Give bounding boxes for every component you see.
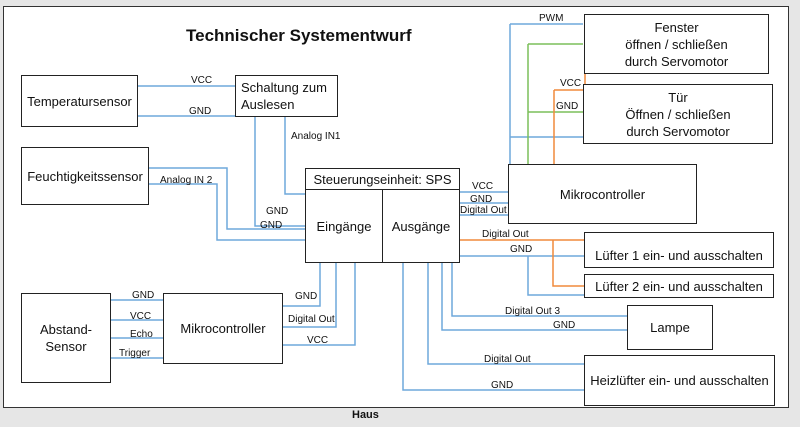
- wire-fan-gnd: [460, 255, 584, 296]
- wire-analog-in1: [284, 116, 305, 195]
- label-servo-vcc: VCC: [560, 78, 582, 89]
- label-mcl-digital-out: Digital Out: [288, 314, 335, 325]
- humidity-sensor-block: Feuchtigkeitssensor: [21, 147, 149, 205]
- label-temp-vcc: VCC: [191, 75, 213, 86]
- fan1-block: Lüfter 1 ein- und ausschalten: [584, 232, 774, 268]
- label-lamp-digital-out: Digital Out 3: [505, 306, 561, 317]
- humidity-sensor-label: Feuchtigkeitssensor: [27, 168, 143, 184]
- temperature-sensor-label: Temperatursensor: [27, 93, 132, 109]
- label-dist-echo: Echo: [130, 329, 153, 340]
- readout-circuit-block: Schaltung zum Auslesen: [235, 75, 338, 117]
- lamp-label: Lampe: [650, 320, 690, 335]
- label-mc-gnd: GND: [470, 194, 493, 205]
- plc-header: Steuerungseinheit: SPS: [305, 168, 460, 190]
- microcontroller-left-label: Mikrocontroller: [180, 321, 266, 336]
- label-analog-in1: Analog IN1: [291, 131, 341, 142]
- wire-fan-dout: [460, 239, 584, 287]
- label-mc-vcc: VCC: [472, 181, 494, 192]
- wire-lamp-dout: [451, 262, 627, 317]
- plc-outputs-block: Ausgänge: [382, 189, 460, 263]
- wire-mcl-gnd: [282, 262, 321, 307]
- microcontroller-right-label: Mikrocontroller: [559, 186, 646, 202]
- label-dist-gnd: GND: [132, 290, 155, 301]
- wire-heater-dout: [427, 262, 584, 365]
- microcontroller-right-block: Mikrocontroller: [508, 164, 697, 224]
- fan1-label: Lüfter 1 ein- und ausschalten: [595, 248, 763, 263]
- label-plc-gnd2: GND: [260, 220, 283, 231]
- plc-header-label: Steuerungseinheit: SPS: [313, 171, 452, 187]
- label-servo-gnd: GND: [556, 101, 579, 112]
- wire-humidity: [148, 167, 305, 230]
- label-mcl-vcc: VCC: [307, 335, 329, 346]
- diagram-title: Technischer Systementwurf: [186, 26, 412, 45]
- wire-lamp-gnd: [441, 262, 627, 331]
- wire-pwm: [509, 23, 583, 165]
- label-fan-gnd: GND: [510, 244, 533, 255]
- label-mc-digital-out: Digital Out: [460, 205, 507, 216]
- label-lamp-gnd: GND: [553, 320, 576, 331]
- window-label: Fenster öffnen / schließen durch Servomo…: [624, 19, 729, 69]
- readout-circuit-label: Schaltung zum Auslesen: [241, 80, 327, 112]
- label-fan-digital-out: Digital Out: [482, 229, 529, 240]
- door-label: Tür Öffnen / schließen durch Servomotor: [625, 89, 731, 139]
- plc-inputs-block: Eingänge: [305, 189, 383, 263]
- plc-inputs-label: Eingänge: [316, 218, 372, 234]
- house-label: Haus: [352, 409, 379, 421]
- wire-readout-gnd: [254, 116, 305, 227]
- heater-label: Heizlüfter ein- und ausschalten: [590, 373, 769, 388]
- distance-sensor-block: Abstand- Sensor: [21, 293, 111, 383]
- door-block: Tür Öffnen / schließen durch Servomotor: [583, 84, 773, 144]
- label-mcl-gnd: GND: [295, 291, 318, 302]
- fan2-label: Lüfter 2 ein- und ausschalten: [595, 278, 763, 294]
- wire-mcl-vcc: [282, 262, 356, 346]
- label-dist-trigger: Trigger: [119, 348, 151, 359]
- fan2-block: Lüfter 2 ein- und ausschalten: [584, 274, 774, 298]
- wire-heater-gnd: [402, 262, 584, 391]
- temperature-sensor-block: Temperatursensor: [21, 75, 138, 127]
- wire-mcl-dout: [282, 262, 337, 328]
- plc-outputs-label: Ausgänge: [391, 218, 451, 234]
- lamp-block: Lampe: [627, 305, 713, 350]
- wire-analog-in2: [148, 183, 305, 241]
- label-analog-in2: Analog IN 2: [160, 175, 213, 186]
- wire-servo-gnd: [527, 43, 583, 165]
- distance-sensor-label: Abstand- Sensor: [39, 322, 93, 354]
- label-plc-gnd1: GND: [266, 206, 289, 217]
- window-block: Fenster öffnen / schließen durch Servomo…: [584, 14, 769, 74]
- microcontroller-left-block: Mikrocontroller: [163, 293, 283, 364]
- label-temp-gnd: GND: [189, 106, 212, 117]
- label-heater-digital-out: Digital Out: [484, 354, 531, 365]
- heater-block: Heizlüfter ein- und ausschalten: [584, 355, 775, 406]
- label-pwm: PWM: [539, 13, 564, 24]
- label-heater-gnd: GND: [491, 380, 514, 391]
- label-dist-vcc: VCC: [130, 311, 152, 322]
